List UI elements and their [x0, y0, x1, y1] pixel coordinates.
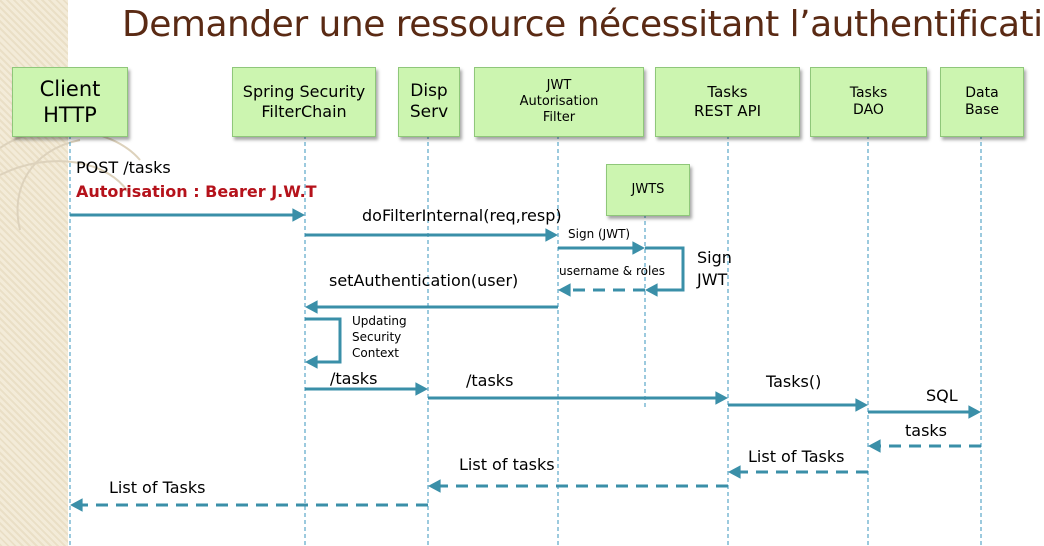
message-tasks-to-rest: /tasks [466, 371, 514, 390]
message-updating-security-context: Updating Security Context [352, 314, 407, 361]
message-tasks-to-dispatcher: /tasks [330, 369, 378, 388]
arrow-updating-security-context [305, 317, 342, 364]
arrow-sign-jwt-self [645, 246, 685, 292]
message-set-authentication: setAuthentication(user) [329, 271, 519, 290]
decorative-arc [0, 160, 131, 196]
decorative-arc [16, 139, 81, 231]
arrow-tasks-call-head [855, 398, 868, 412]
message-sign-jwt: Sign (JWT) [568, 227, 631, 241]
arrow-sign-jwt-self-head [645, 283, 658, 297]
arrow-post-tasks-head [292, 208, 305, 222]
arrow-tasks-return-head [868, 439, 881, 453]
arrow-list-of-tasks-dao-head [728, 465, 741, 479]
arrow-sign-jwt-head [632, 241, 645, 255]
arrow-tasks-to-rest-head [715, 391, 728, 405]
participant-jwts: JWTS [606, 164, 690, 216]
participant-rest-api: Tasks REST API [655, 67, 800, 137]
message-dofilterinternal: doFilterInternal(req,resp) [362, 206, 562, 225]
arrow-list-of-tasks-rest-head [428, 479, 441, 493]
participant-jwt-filter: JWT Autorisation Filter [474, 67, 644, 137]
arrow-set-authentication-head [305, 300, 318, 314]
message-post-tasks: POST /tasks [76, 158, 171, 177]
participant-dispatcher-servlet: Disp Serv [398, 67, 460, 137]
arrow-dofilterinternal-head [545, 228, 558, 242]
participant-database: Data Base [940, 67, 1024, 137]
page-title: Demander une ressource nécessitant l’aut… [122, 4, 1044, 45]
message-list-of-tasks-client: List of Tasks [109, 478, 206, 497]
message-tasks-call: Tasks() [766, 372, 822, 391]
arrow-username-roles-head [558, 283, 571, 297]
message-list-of-tasks-rest: List of tasks [459, 455, 555, 474]
message-tasks-return: tasks [905, 421, 948, 440]
participant-tasks-dao: Tasks DAO [810, 67, 927, 137]
arrow-tasks-to-dispatcher-head [415, 382, 428, 396]
arrow-list-of-tasks-client-head [70, 498, 83, 512]
arrow-updating-security-context-head [305, 355, 318, 369]
participant-client: Client HTTP [12, 67, 128, 137]
message-sign-jwt-self: Sign JWT [697, 248, 732, 289]
message-list-of-tasks-dao: List of Tasks [748, 447, 845, 466]
arrow-sql-head [968, 405, 981, 419]
message-username-roles: username & roles [559, 264, 665, 278]
participant-spring-filterchain: Spring Security FilterChain [232, 67, 376, 137]
message-authorization-header: Autorisation : Bearer J.W.T [76, 182, 317, 201]
message-sql: SQL [926, 386, 958, 405]
